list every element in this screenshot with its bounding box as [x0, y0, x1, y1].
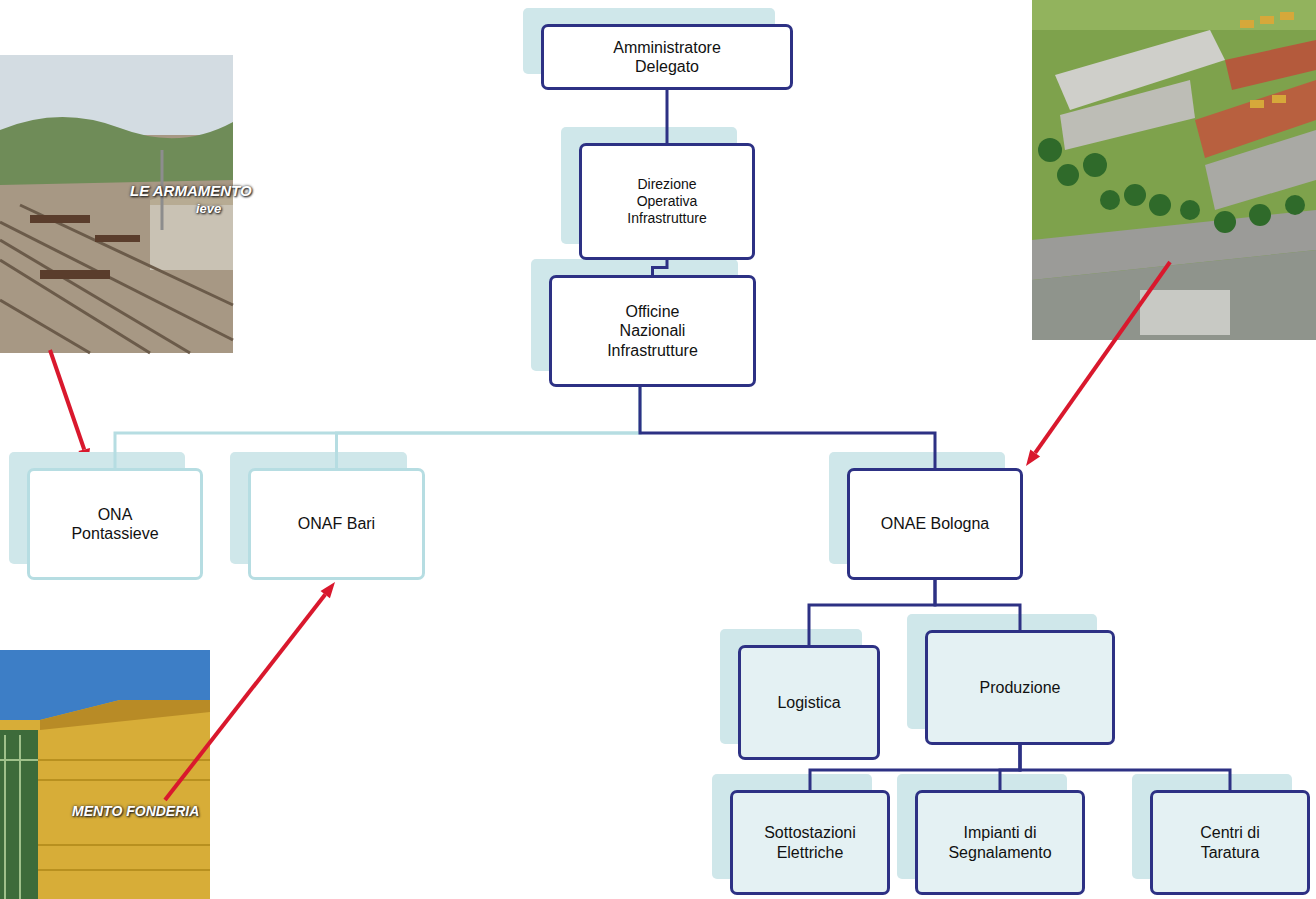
photo-caption: LE ARMAMENTO [130, 182, 252, 199]
org-connector [667, 90, 668, 143]
box-label: Sottostazioni Elettriche [750, 823, 870, 861]
photo-crane-lines [0, 735, 38, 899]
photo-rails-stack [30, 215, 140, 279]
pointer-arrowhead [1026, 449, 1040, 466]
connector-line [653, 260, 668, 275]
foundry-photo [0, 650, 210, 899]
box-label: Amministratore Delegato [592, 38, 742, 76]
org-connector [115, 387, 640, 468]
box-label: Officine Nazionali Infrastrutture [593, 302, 713, 360]
photo-roof [1225, 40, 1316, 90]
org-box: Sottostazioni Elettriche [730, 790, 890, 895]
box-label: Produzione [980, 678, 1061, 697]
photo-ground [0, 55, 233, 353]
connector-line [1020, 745, 1230, 790]
connector-line [666, 90, 669, 143]
org-box: ONAF Bari [248, 468, 425, 580]
org-box: Amministratore Delegato [541, 24, 793, 90]
box-label: ONAE Bologna [881, 514, 990, 533]
org-connector [809, 580, 935, 645]
pointer-arrow [165, 595, 325, 800]
org-box: Direzione Operativa Infrastrutture [579, 143, 755, 260]
pointer-arrowhead [321, 582, 336, 598]
org-box: Logistica [738, 645, 880, 760]
photo-trees [1038, 138, 1305, 233]
connector-line [640, 387, 935, 468]
connector-line [809, 580, 935, 645]
connector-line [935, 580, 1020, 630]
photo-fields [1032, 0, 1316, 340]
photo-caption: ieve [196, 201, 221, 216]
org-box: Impianti di Segnalamento [915, 790, 1085, 895]
photo-eave [40, 700, 210, 730]
org-connector [1000, 745, 1020, 790]
connector-line [337, 387, 641, 468]
box-label: Impianti di Segnalamento [935, 823, 1065, 861]
box-label: ONAF Bari [298, 514, 375, 533]
photo-structure [1140, 290, 1230, 335]
org-box: ONAE Bologna [847, 468, 1023, 580]
photo-building [1060, 80, 1195, 150]
pointer-arrows [50, 262, 1170, 800]
pointer-arrow [50, 350, 84, 450]
org-box: Produzione [925, 630, 1115, 745]
box-label: Centri di Taratura [1180, 823, 1280, 861]
photo-yard [1032, 250, 1316, 340]
yard-photo [0, 55, 233, 353]
box-label: Logistica [777, 693, 840, 712]
photo-building [0, 650, 210, 899]
photo-wagons [1240, 12, 1294, 108]
factory-photo [1032, 0, 1316, 340]
pointer-arrow [1035, 262, 1170, 453]
photo-tracks [0, 205, 233, 353]
box-label: Direzione Operativa Infrastrutture [607, 176, 727, 226]
org-connector [1020, 745, 1230, 790]
photo-fields-far [1032, 0, 1316, 30]
photo-crane [0, 730, 38, 899]
org-connector [653, 260, 668, 275]
org-box: ONA Pontassieve [27, 468, 203, 580]
org-connector [935, 580, 1020, 630]
org-box: Centri di Taratura [1150, 790, 1310, 895]
photo-caption: MENTO FONDERIA [72, 803, 199, 819]
org-connector [337, 387, 641, 468]
org-connector [640, 387, 935, 468]
box-label: ONA Pontassieve [55, 505, 175, 543]
connector-line [115, 387, 640, 468]
photo-hills [0, 117, 233, 185]
org-box: Officine Nazionali Infrastrutture [549, 275, 756, 387]
connector-line [1000, 745, 1020, 790]
